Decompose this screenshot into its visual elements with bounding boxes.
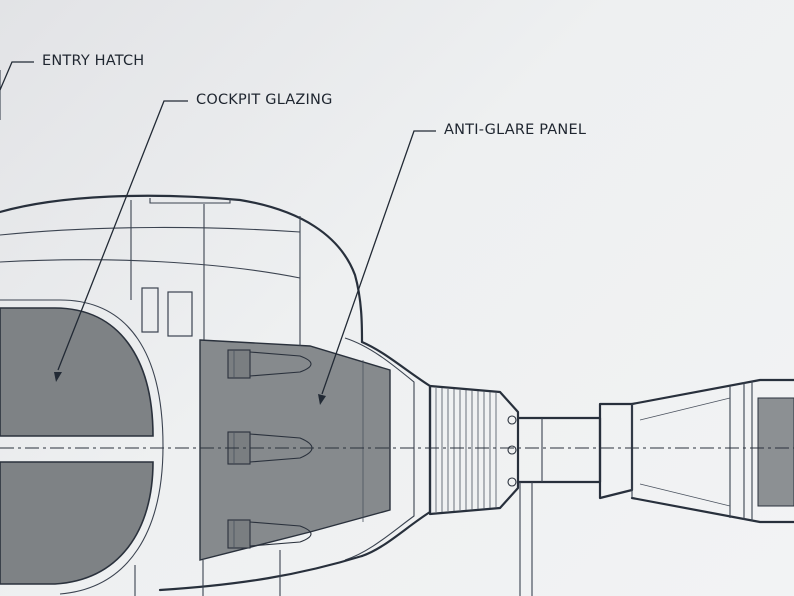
engine-module xyxy=(598,378,794,524)
hull-hatch-left xyxy=(141,287,159,333)
cockpit-glazing xyxy=(0,299,164,595)
leader-lines xyxy=(0,61,436,405)
ribbed-coupling xyxy=(428,384,520,516)
label-anti-glare-panel: ANTI-GLARE PANEL xyxy=(444,122,587,138)
label-entry-hatch: ENTRY HATCH xyxy=(42,53,145,69)
label-cockpit-glazing: COCKPIT GLAZING xyxy=(196,92,333,108)
cockpit-glazing-lower xyxy=(0,461,154,585)
hull-hatch-right xyxy=(167,291,193,337)
cockpit-glazing-upper xyxy=(0,307,154,437)
neck-section xyxy=(516,416,602,596)
engine-shaded-panel xyxy=(757,397,794,507)
panel-fixture-middle xyxy=(227,431,313,465)
anti-glare-panel xyxy=(199,339,391,561)
panel-fixture-upper xyxy=(227,349,312,379)
panel-fixture-lower xyxy=(227,519,312,549)
hull-outline xyxy=(0,70,432,596)
